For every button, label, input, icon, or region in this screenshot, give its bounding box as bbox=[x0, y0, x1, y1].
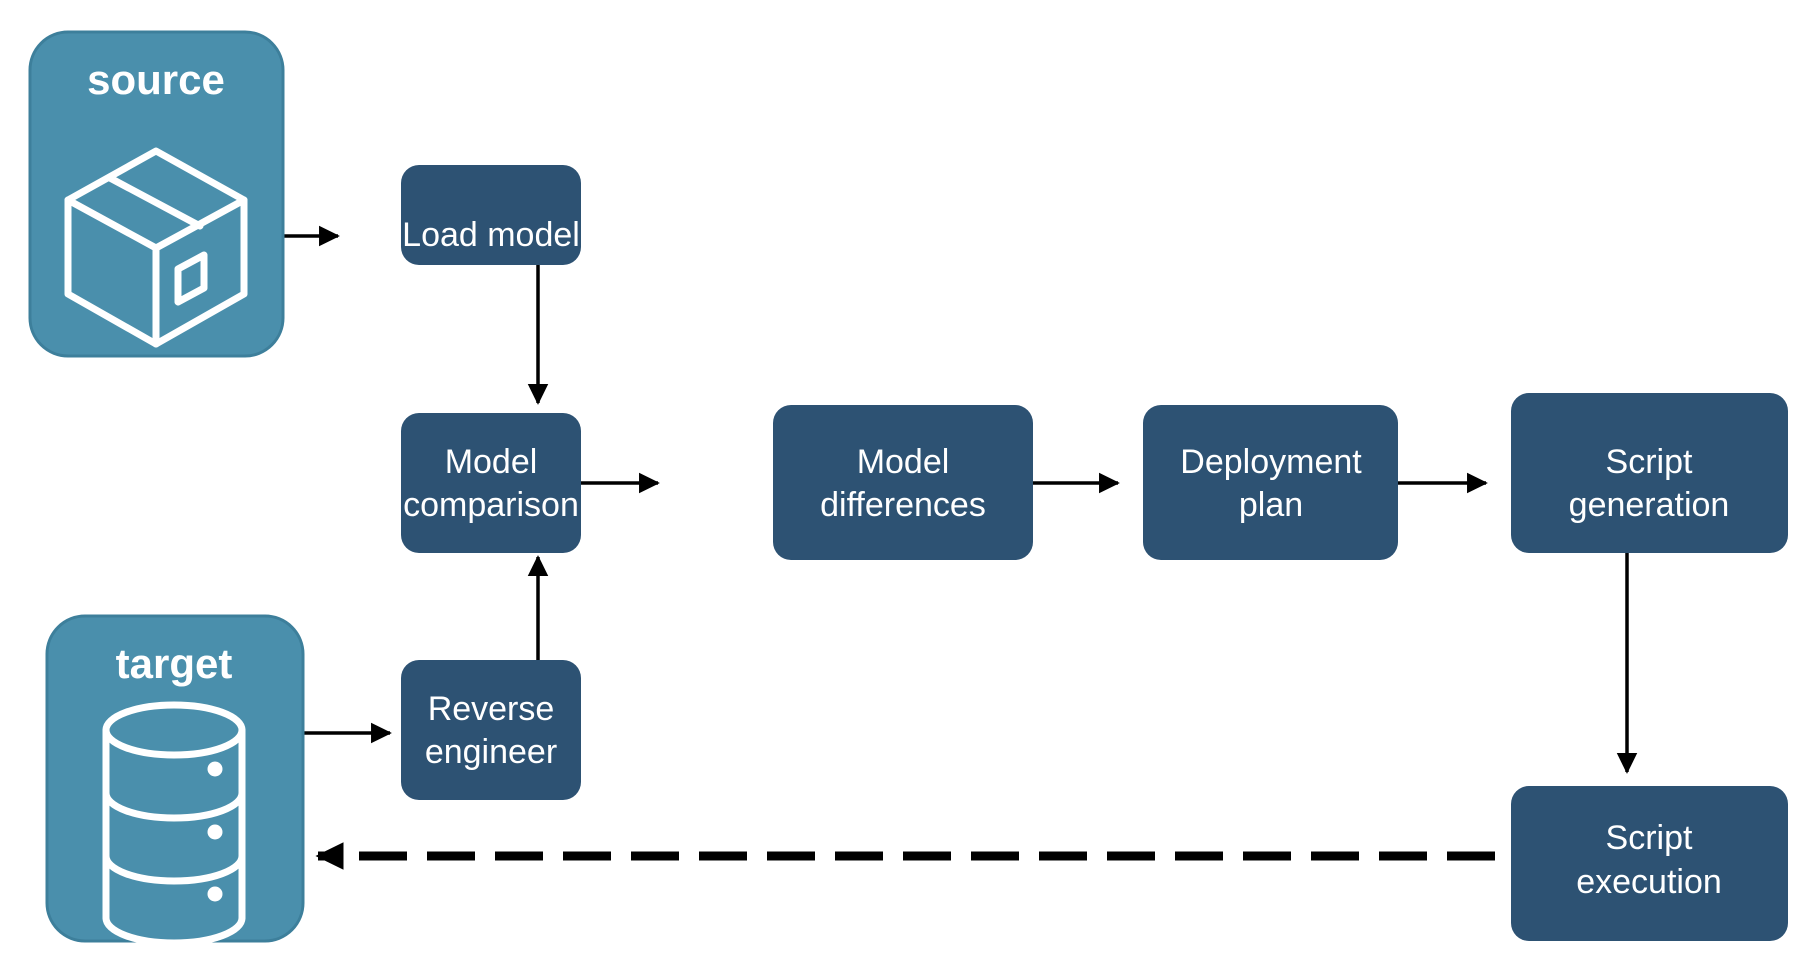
deployment-plan-label-line2: plan bbox=[1239, 486, 1303, 524]
load-model-label-line1: Load model bbox=[402, 216, 580, 254]
deployment-plan-label-line1: Deployment bbox=[1180, 443, 1362, 481]
reverse-engineer-label-line2: engineer bbox=[425, 733, 557, 771]
source-node-shape[interactable] bbox=[28, 30, 285, 358]
database-cylinder-icon bbox=[102, 701, 246, 947]
script-execution-label-line2: execution bbox=[1576, 863, 1722, 901]
node-source[interactable]: source bbox=[28, 30, 285, 358]
model-comparison-label-line1: Model bbox=[445, 443, 538, 481]
script-generation-shape[interactable] bbox=[1511, 393, 1788, 553]
model-differences-label-line2: differences bbox=[820, 486, 986, 524]
node-script-generation[interactable]: Script generation bbox=[1511, 393, 1788, 553]
connector-layer bbox=[283, 225, 1638, 870]
node-reverse-engineer[interactable]: Reverse engineer bbox=[401, 660, 581, 800]
deployment-plan-shape[interactable] bbox=[1143, 405, 1398, 560]
source-node-label: source bbox=[87, 56, 225, 103]
model-differences-shape[interactable] bbox=[773, 405, 1033, 560]
node-load-model[interactable]: Load model bbox=[401, 165, 581, 265]
script-generation-label-line2: generation bbox=[1569, 486, 1730, 524]
node-model-differences[interactable]: Model differences bbox=[773, 405, 1033, 560]
model-comparison-shape[interactable] bbox=[401, 413, 581, 553]
load-model-shape[interactable] bbox=[401, 165, 581, 265]
node-script-execution[interactable]: Script execution bbox=[1511, 786, 1788, 941]
target-node-label: target bbox=[116, 640, 233, 687]
package-box-icon bbox=[64, 147, 248, 348]
node-model-comparison[interactable]: Model comparison bbox=[401, 413, 581, 553]
reverse-engineer-shape[interactable] bbox=[401, 660, 581, 800]
node-deployment-plan[interactable]: Deployment plan bbox=[1143, 405, 1398, 560]
model-comparison-label-line2: comparison bbox=[403, 486, 579, 524]
node-target[interactable]: target bbox=[45, 614, 305, 947]
reverse-engineer-label-line1: Reverse bbox=[428, 690, 555, 728]
model-differences-label-line1: Model bbox=[857, 443, 950, 481]
script-generation-label-line1: Script bbox=[1606, 443, 1693, 481]
script-execution-shape[interactable] bbox=[1511, 786, 1788, 941]
script-execution-label-line1: Script bbox=[1606, 819, 1693, 857]
